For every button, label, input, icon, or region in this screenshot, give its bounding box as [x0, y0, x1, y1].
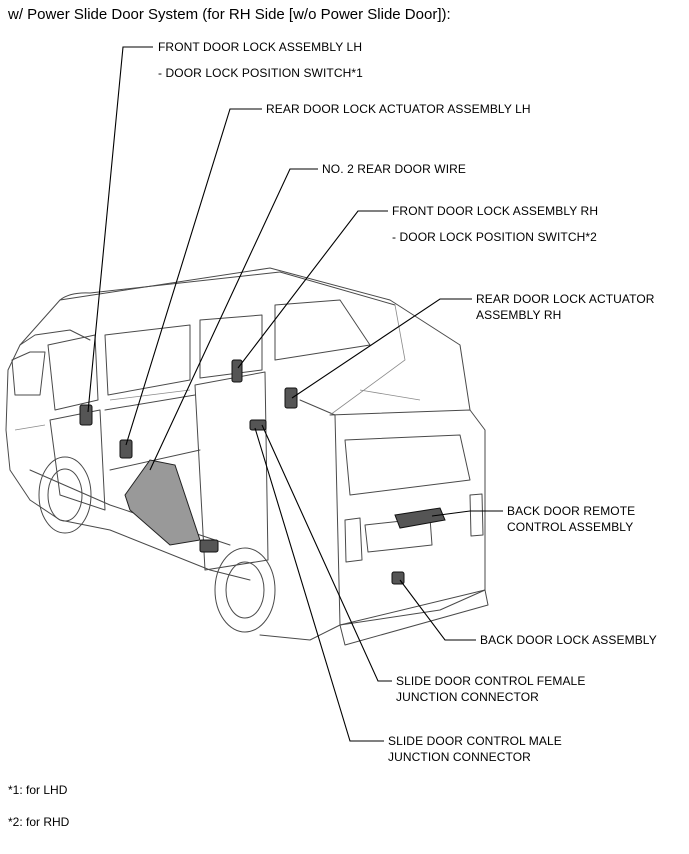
rear-door-actuator-lh-part — [119, 439, 133, 459]
no2-rear-door-wire-part — [231, 359, 243, 383]
label-male-connector-line2: JUNCTION CONNECTOR — [388, 750, 531, 764]
label-front-door-lock-lh-sub: - DOOR LOCK POSITION SWITCH*1 — [158, 66, 363, 80]
label-back-door-lock: BACK DOOR LOCK ASSEMBLY — [480, 633, 657, 647]
label-female-connector-line2: JUNCTION CONNECTOR — [396, 690, 539, 704]
connector-parts — [249, 419, 267, 431]
back-door-remote-part — [394, 507, 446, 529]
front-door-lock-lh-part — [79, 404, 93, 426]
label-female-connector-line1: SLIDE DOOR CONTROL FEMALE — [396, 674, 586, 688]
footnote-rhd: *2: for RHD — [8, 815, 70, 829]
label-front-door-lock-rh: FRONT DOOR LOCK ASSEMBLY RH — [392, 204, 599, 218]
label-front-door-lock-lh: FRONT DOOR LOCK ASSEMBLY LH — [158, 40, 363, 54]
label-rear-door-actuator-rh-line2: ASSEMBLY RH — [476, 308, 562, 322]
label-no2-rear-door-wire: NO. 2 REAR DOOR WIRE — [322, 162, 467, 176]
label-front-door-lock-rh-sub: - DOOR LOCK POSITION SWITCH*2 — [392, 230, 597, 244]
door-trim-panel — [124, 459, 201, 546]
footnote-lhd: *1: for LHD — [8, 783, 68, 797]
label-back-door-remote-line1: BACK DOOR REMOTE — [507, 504, 636, 518]
rear-bracket-part — [199, 539, 219, 553]
diagram-title: w/ Power Slide Door System (for RH Side … — [8, 6, 451, 23]
label-rear-door-actuator-lh: REAR DOOR LOCK ACTUATOR ASSEMBLY LH — [266, 102, 531, 116]
label-rear-door-actuator-rh-line1: REAR DOOR LOCK ACTUATOR — [476, 292, 655, 306]
front-door-lock-rh-part — [284, 387, 298, 409]
label-back-door-remote-line2: CONTROL ASSEMBLY — [507, 520, 634, 534]
van-body — [5, 267, 489, 646]
leader-lines — [87, 46, 503, 742]
label-male-connector-line1: SLIDE DOOR CONTROL MALE — [388, 734, 562, 748]
